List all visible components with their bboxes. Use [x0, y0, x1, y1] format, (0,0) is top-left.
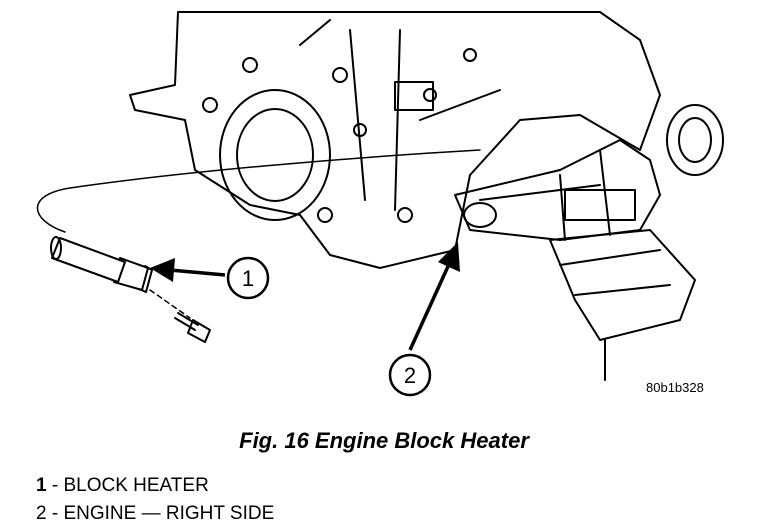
- leader-arrow-1: [169, 268, 226, 277]
- figure-image-code: 80b1b328: [646, 380, 704, 395]
- legend-number: 1: [36, 475, 47, 496]
- engine-block-heater-illustration: 1 2: [36, 11, 724, 397]
- block-heater: [50, 236, 153, 293]
- figure-caption: Fig. 16 Engine Block Heater: [239, 428, 529, 453]
- callout-label-1: 1: [242, 266, 254, 291]
- heater-screw: [174, 312, 211, 343]
- legend-number: 2: [36, 503, 47, 524]
- legend-text: - ENGINE — RIGHT SIDE: [46, 503, 275, 524]
- legend-item-engine-right-side: 2 - ENGINE — RIGHT SIDE: [36, 500, 274, 528]
- heater-cord: [36, 149, 481, 233]
- leader-arrow-2: [408, 261, 452, 351]
- callout-circle-1: [226, 256, 270, 300]
- callout-circle-2: [388, 353, 432, 397]
- callout-label-2: 2: [404, 363, 416, 388]
- figure-legend: 1 - BLOCK HEATER 2 - ENGINE — RIGHT SIDE: [36, 472, 274, 528]
- flywheel-recess: [219, 89, 331, 221]
- legend-text: - BLOCK HEATER: [46, 475, 209, 496]
- legend-item-block-heater: 1 - BLOCK HEATER: [36, 472, 274, 500]
- engine-mount-bracket: [454, 139, 661, 241]
- mount-insulator: [549, 229, 696, 341]
- engine-block: [129, 11, 661, 269]
